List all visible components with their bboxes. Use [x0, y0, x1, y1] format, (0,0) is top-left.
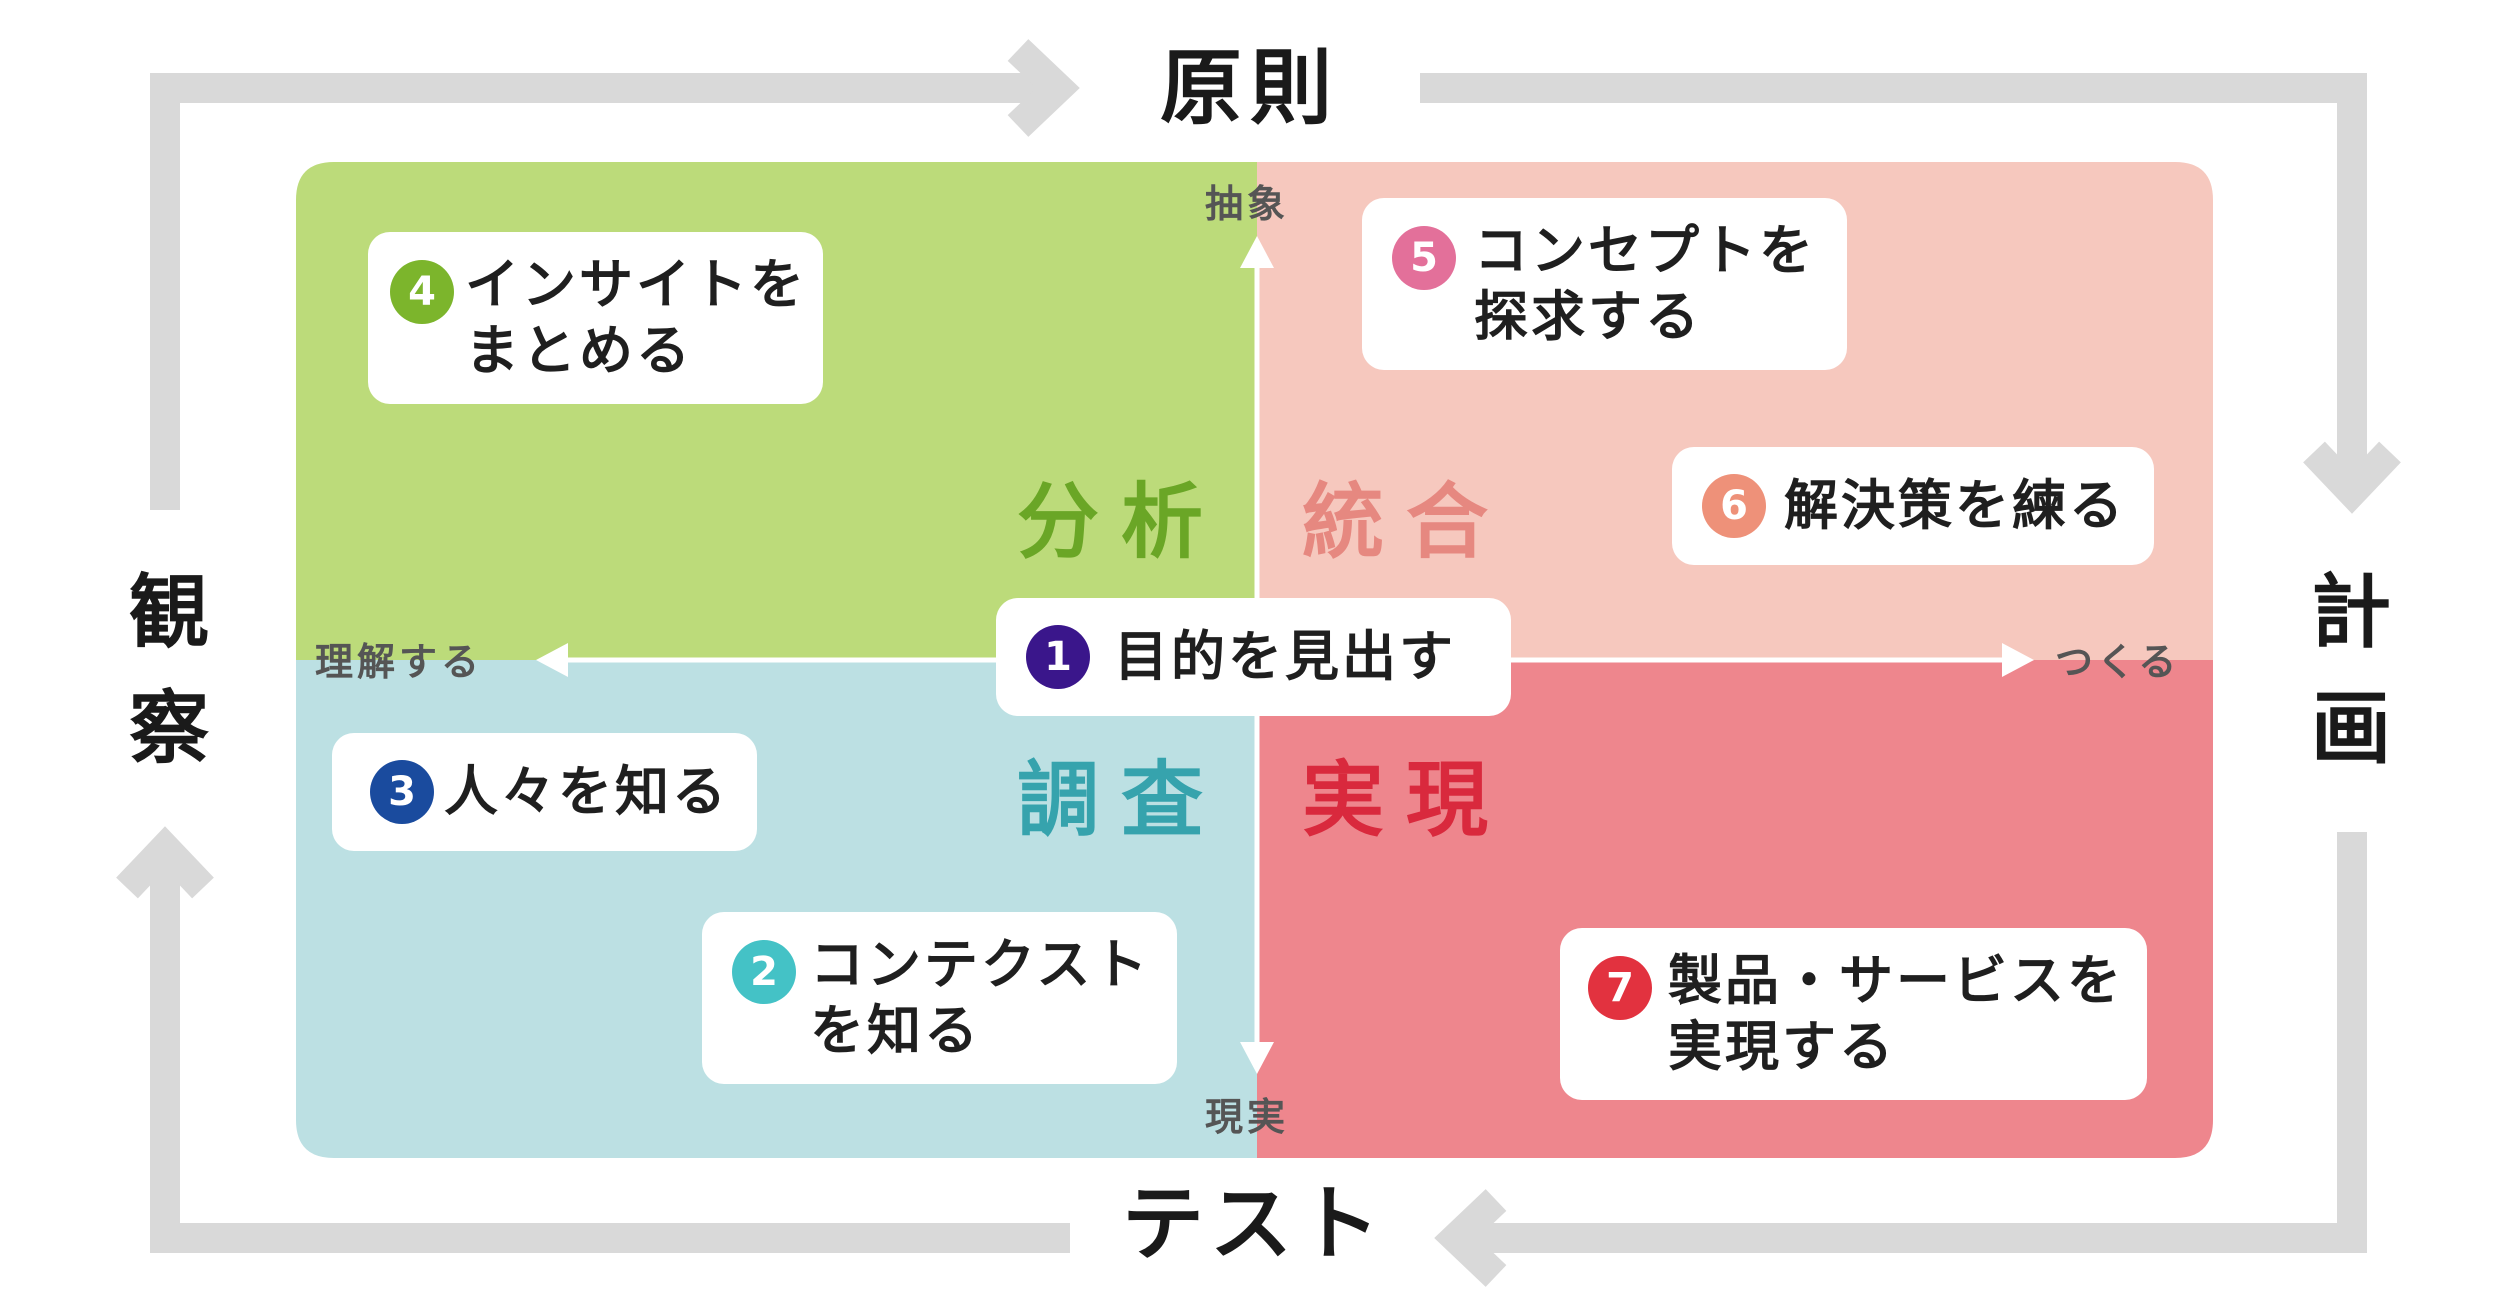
step-card-4: 4 インサイトを まとめる: [368, 232, 823, 404]
step-card-2: 2 コンテクスト を知る: [702, 912, 1177, 1084]
axis-label-understand: 理解する: [315, 640, 484, 684]
cycle-arrow-head-test: [1434, 1189, 1507, 1287]
step-label: 人々を知る: [444, 760, 729, 823]
step-card-6: 6 解決策を練る: [1672, 447, 2154, 565]
step-card-5: 5 コンセプトを 探求する: [1362, 198, 1847, 370]
step-label: 目的を見出す: [1114, 625, 1456, 688]
cycle-arrow-observe-to-principle: [150, 73, 1058, 510]
cycle-label-principle: 原則: [1160, 41, 1341, 136]
step-label: 解決策を練る: [1784, 474, 2126, 537]
cycle-label-test: テスト: [1122, 1177, 1387, 1272]
quadrant-title-analysis: 分析: [1017, 475, 1226, 570]
step-number-badge: 4: [390, 260, 454, 324]
step-number-badge: 3: [370, 760, 434, 824]
step-card-3: 3 人々を知る: [332, 733, 757, 851]
cycle-arrow-head-principle: [1007, 39, 1080, 137]
step-number-badge: 2: [732, 940, 796, 1004]
step-number-badge: 7: [1588, 956, 1652, 1020]
axis-arrow-up: [1240, 236, 1274, 268]
step-number-badge: 6: [1702, 474, 1766, 538]
cycle-arrow-plan-to-test: [1456, 832, 2367, 1253]
axis-arrow-right: [2002, 643, 2034, 677]
step-label: インサイトを まとめる: [465, 253, 807, 382]
axis-label-abstract: 抽象: [1205, 182, 1290, 226]
quadrant-title-realize: 実現: [1302, 753, 1511, 848]
step-card-1: 1 目的を見出す: [996, 598, 1511, 716]
step-number-badge: 1: [1026, 625, 1090, 689]
cycle-arrow-head-observe: [116, 826, 214, 899]
axis-arrow-left: [536, 643, 568, 677]
cycle-arrow-head-plan: [2303, 441, 2401, 514]
cycle-label-observe: 観察: [129, 566, 209, 775]
quadrant-title-synthesis: 統合: [1302, 475, 1511, 570]
cycle-arrow-principle-to-plan: [1420, 73, 2367, 492]
cycle-arrow-test-to-observe: [150, 848, 1070, 1253]
axis-label-real: 現実: [1205, 1095, 1290, 1139]
step-label: コンセプトを 探求する: [1474, 219, 1816, 348]
axis-label-make: つくる: [2055, 640, 2181, 684]
step-card-7: 7 製品・サービスを 実現する: [1560, 928, 2147, 1100]
step-label: 製品・サービスを 実現する: [1668, 949, 2124, 1078]
step-label: コンテクスト を知る: [810, 933, 1151, 1062]
cycle-label-plan: 計画: [2311, 566, 2391, 775]
quadrant-title-research: 調査: [1017, 753, 1226, 848]
step-number-badge: 5: [1392, 226, 1456, 290]
axis-arrow-down: [1240, 1042, 1274, 1074]
